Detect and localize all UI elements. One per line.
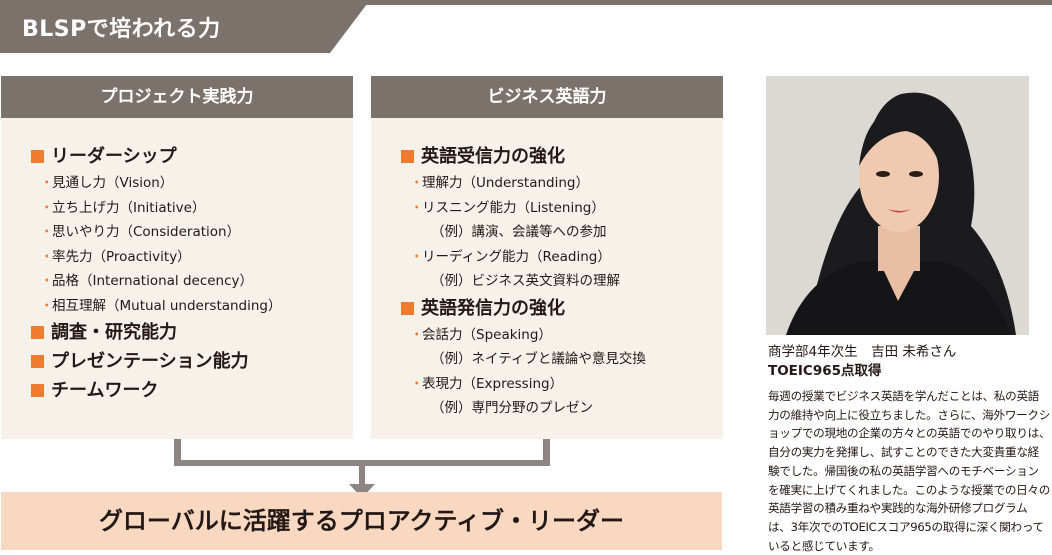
comment-line: 験でした。帰国後の私の英語学習へのモチベーション [768,463,1039,478]
square-bullet-icon [31,326,44,339]
list-item: ・表現力（Expressing） [401,372,723,397]
comment-line: 毎週の授業でビジネス英語を学んだことは、私の英語 [768,389,1040,403]
column-business-english: ビジネス英語力 英語受信力の強化 ・理解力（Understanding） ・リス… [371,76,723,439]
result-banner: グローバルに活躍するプロアクティブ・リーダー [1,492,722,550]
example-text: （例）ネイティブと議論や意見交換 [431,351,646,367]
dot-bullet-icon: ・ [40,224,54,240]
dot-bullet-icon: ・ [40,175,54,191]
student-comment: 毎週の授業でビジネス英語を学んだことは、私の英語 力の維持や向上に役立ちました。… [768,387,1052,555]
connector-left-vertical [174,439,181,466]
example-text: （例）専門分野のプレゼン [431,400,593,416]
comment-line: いると感じています。 [768,538,880,553]
list-item: ・立ち上げ力（Initiative） [31,196,353,221]
section-heading: プレゼンテーション能力 [31,347,353,376]
page-title: BLSPで培われる力 [22,17,221,42]
connector-horizontal [174,460,550,466]
comment-line: 英語学習の積み重ねや実践的な海外研修プログラム [768,501,1028,516]
list-item: ・思いやり力（Consideration） [31,220,353,245]
list-item: ・見通し力（Vision） [31,171,353,196]
comment-line: を確実に上げてくれました。このような授業での日々の [768,482,1050,497]
comment-line: は、3年次でのTOEICスコア965の取得に深く関わって [768,519,1044,534]
comment-line: 力の維持や向上に役立ちました。さらに、海外ワークシ [768,407,1050,422]
header-rule [0,0,1052,5]
comment-line: 自分の実力を発揮し、試すことのできた大変貴重な経 [768,445,1039,460]
connector-right-vertical [543,439,550,466]
square-bullet-icon [31,384,44,397]
list-item: ・率先力（Proactivity） [31,245,353,270]
dot-bullet-icon: ・ [410,175,424,191]
dot-bullet-icon: ・ [410,326,424,343]
header-tab [0,0,370,53]
dot-bullet-icon: ・ [40,199,54,216]
example-text: （例）ビジネス英文資料の理解 [431,273,620,289]
student-name: 商学部4年次生 吉田 未希さん [768,344,957,360]
section-heading: 英語受信力の強化 [401,142,723,171]
list-item: ・品格（International decency） [31,269,353,294]
square-bullet-icon [31,150,44,163]
dot-bullet-icon: ・ [40,273,54,289]
column-title: プロジェクト実践力 [1,76,353,118]
comment-line: ョップでの現地の企業の方々との英語でのやり取りは、 [768,426,1051,441]
connector-center-vertical [359,466,365,486]
section-heading: 調査・研究能力 [31,318,353,347]
dot-bullet-icon: ・ [40,248,54,265]
section-heading: リーダーシップ [31,142,353,171]
list-item: ・会話力（Speaking） [401,323,723,348]
section-heading: チームワーク [31,376,353,405]
square-bullet-icon [31,355,44,368]
example-text: （例）講演、会議等への参加 [431,224,607,240]
column-project-skills: プロジェクト実践力 リーダーシップ ・見通し力（Vision） ・立ち上げ力（I… [1,76,353,439]
student-score: TOEIC965点取得 [768,363,882,379]
dot-bullet-icon: ・ [40,297,54,314]
list-item: ・リスニング能力（Listening） [401,196,723,221]
dot-bullet-icon: ・ [410,199,424,216]
dot-bullet-icon: ・ [410,375,424,392]
square-bullet-icon [401,150,414,163]
list-item: ・相互理解（Mutual understanding） [31,294,353,319]
dot-bullet-icon: ・ [410,248,424,265]
student-photo [766,76,1029,335]
square-bullet-icon [401,301,414,315]
column-title: ビジネス英語力 [371,76,723,118]
section-heading: 英語発信力の強化 [401,294,723,323]
list-item: ・理解力（Understanding） [401,171,723,196]
list-item: ・リーディング能力（Reading） [401,245,723,270]
